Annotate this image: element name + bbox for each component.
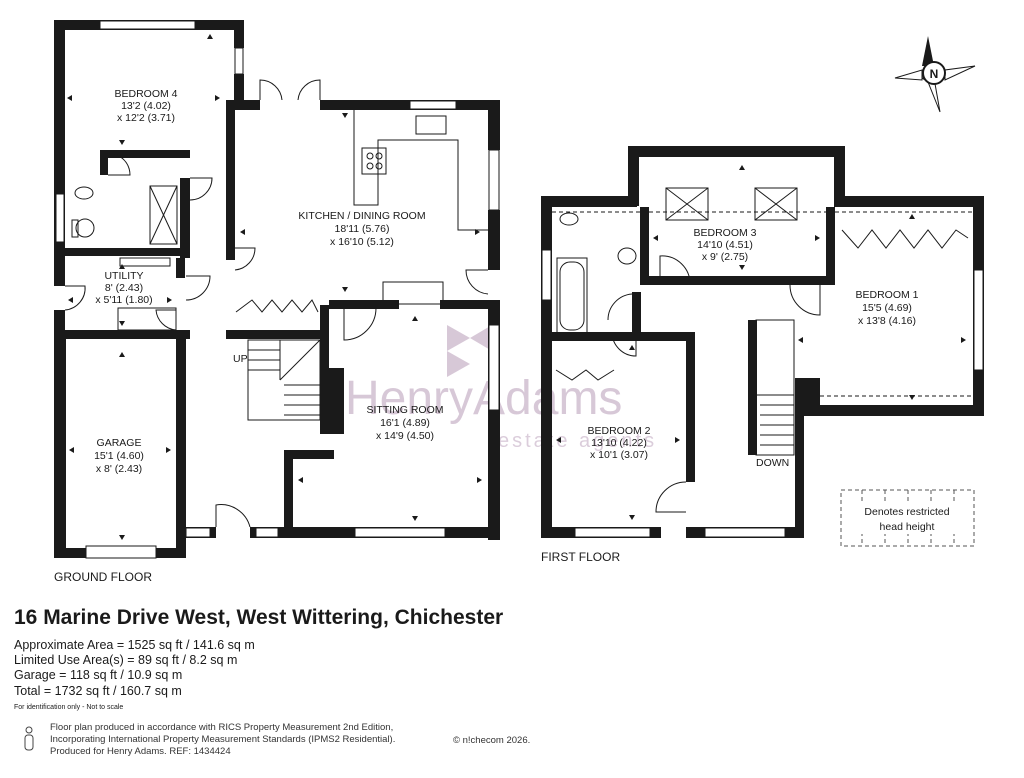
kitchen-dim-a: 18'11 (5.76): [335, 223, 390, 235]
bedroom-4-dim-a: 13'2 (4.02): [121, 100, 171, 112]
utility-dim-b: x 5'11 (1.80): [95, 294, 152, 306]
bedroom-1-name: BEDROOM 1: [855, 289, 918, 301]
bedroom-3-dim-b: x 9' (2.75): [702, 251, 748, 263]
sitting-room-dim-b: x 14'9 (4.50): [376, 430, 434, 442]
legend-line-1: Denotes restricted: [864, 506, 949, 518]
area-line: Approximate Area = 1525 sq ft / 141.6 sq…: [14, 638, 255, 652]
bedroom-4-name: BEDROOM 4: [114, 88, 177, 100]
bedroom-2-name: BEDROOM 2: [587, 425, 650, 437]
utility-dim-a: 8' (2.43): [105, 282, 143, 294]
bedroom-2-dim-a: 13'10 (4.22): [591, 437, 647, 449]
sitting-room-dim-a: 16'1 (4.89): [380, 417, 430, 429]
compass-north-letter: N: [930, 67, 939, 81]
person-icon: [24, 726, 34, 751]
bedroom-1-dim-b: x 13'8 (4.16): [858, 315, 916, 327]
bedroom-4-dim-b: x 12'2 (3.71): [117, 112, 175, 124]
watermark-brand: HenryAdams: [345, 372, 622, 425]
kitchen-name: KITCHEN / DINING ROOM: [298, 210, 425, 222]
footer-notes: Floor plan produced in accordance with R…: [50, 722, 395, 758]
kitchen-dim-b: x 16'10 (5.12): [330, 236, 394, 248]
garage-name: GARAGE: [97, 437, 142, 449]
watermark-sub: estate agents: [498, 430, 657, 452]
footer-line: Incorporating International Property Mea…: [50, 734, 396, 745]
compass-icon: N: [894, 36, 976, 113]
area-line: Limited Use Area(s) = 89 sq ft / 8.2 sq …: [14, 653, 238, 668]
stairs-up-label: UP: [233, 353, 248, 365]
floor-plan: HenryAdams estate agents: [54, 20, 984, 584]
area-summary: Approximate Area = 1525 sq ft / 141.6 sq…: [14, 638, 255, 699]
footer-line: Floor plan produced in accordance with R…: [50, 722, 394, 733]
footer-line: Produced for Henry Adams. REF: 1434424: [50, 746, 231, 757]
garage-dim-a: 15'1 (4.60): [94, 450, 144, 462]
area-line: Garage = 118 sq ft / 10.9 sq m: [14, 668, 183, 683]
ground-floor-plan: BEDROOM 4 13'2 (4.02) x 12'2 (3.71) KITC…: [54, 20, 500, 584]
bedroom-2-dim-b: x 10'1 (3.07): [590, 449, 648, 461]
utility-name: UTILITY: [104, 270, 143, 282]
bedroom-3-name: BEDROOM 3: [693, 227, 756, 239]
watermark: HenryAdams estate agents: [345, 325, 657, 452]
first-floor-label: FIRST FLOOR: [541, 550, 620, 564]
stairs-down-label: DOWN: [756, 457, 789, 469]
restricted-height-legend: Denotes restricted head height: [840, 489, 975, 547]
garage-dim-b: x 8' (2.43): [96, 463, 142, 475]
disclaimer: For identification only - Not to scale: [14, 704, 124, 711]
legend-line-2: head height: [880, 521, 935, 533]
area-line: Total = 1732 sq ft / 160.7 sq m: [14, 683, 182, 698]
bedroom-3-dim-a: 14'10 (4.51): [697, 239, 753, 251]
sitting-room-name: SITTING ROOM: [367, 404, 444, 416]
ground-floor-label: GROUND FLOOR: [54, 570, 152, 584]
bedroom-1-dim-a: 15'5 (4.69): [862, 302, 912, 314]
watermark-logo: [447, 325, 492, 377]
nichecom-brand: © n!checom 2026.: [453, 735, 531, 746]
first-floor-plan: BEDROOM 3 14'10 (4.51) x 9' (2.75) BEDRO…: [541, 146, 984, 564]
property-address: 16 Marine Drive West, West Wittering, Ch…: [14, 606, 504, 629]
